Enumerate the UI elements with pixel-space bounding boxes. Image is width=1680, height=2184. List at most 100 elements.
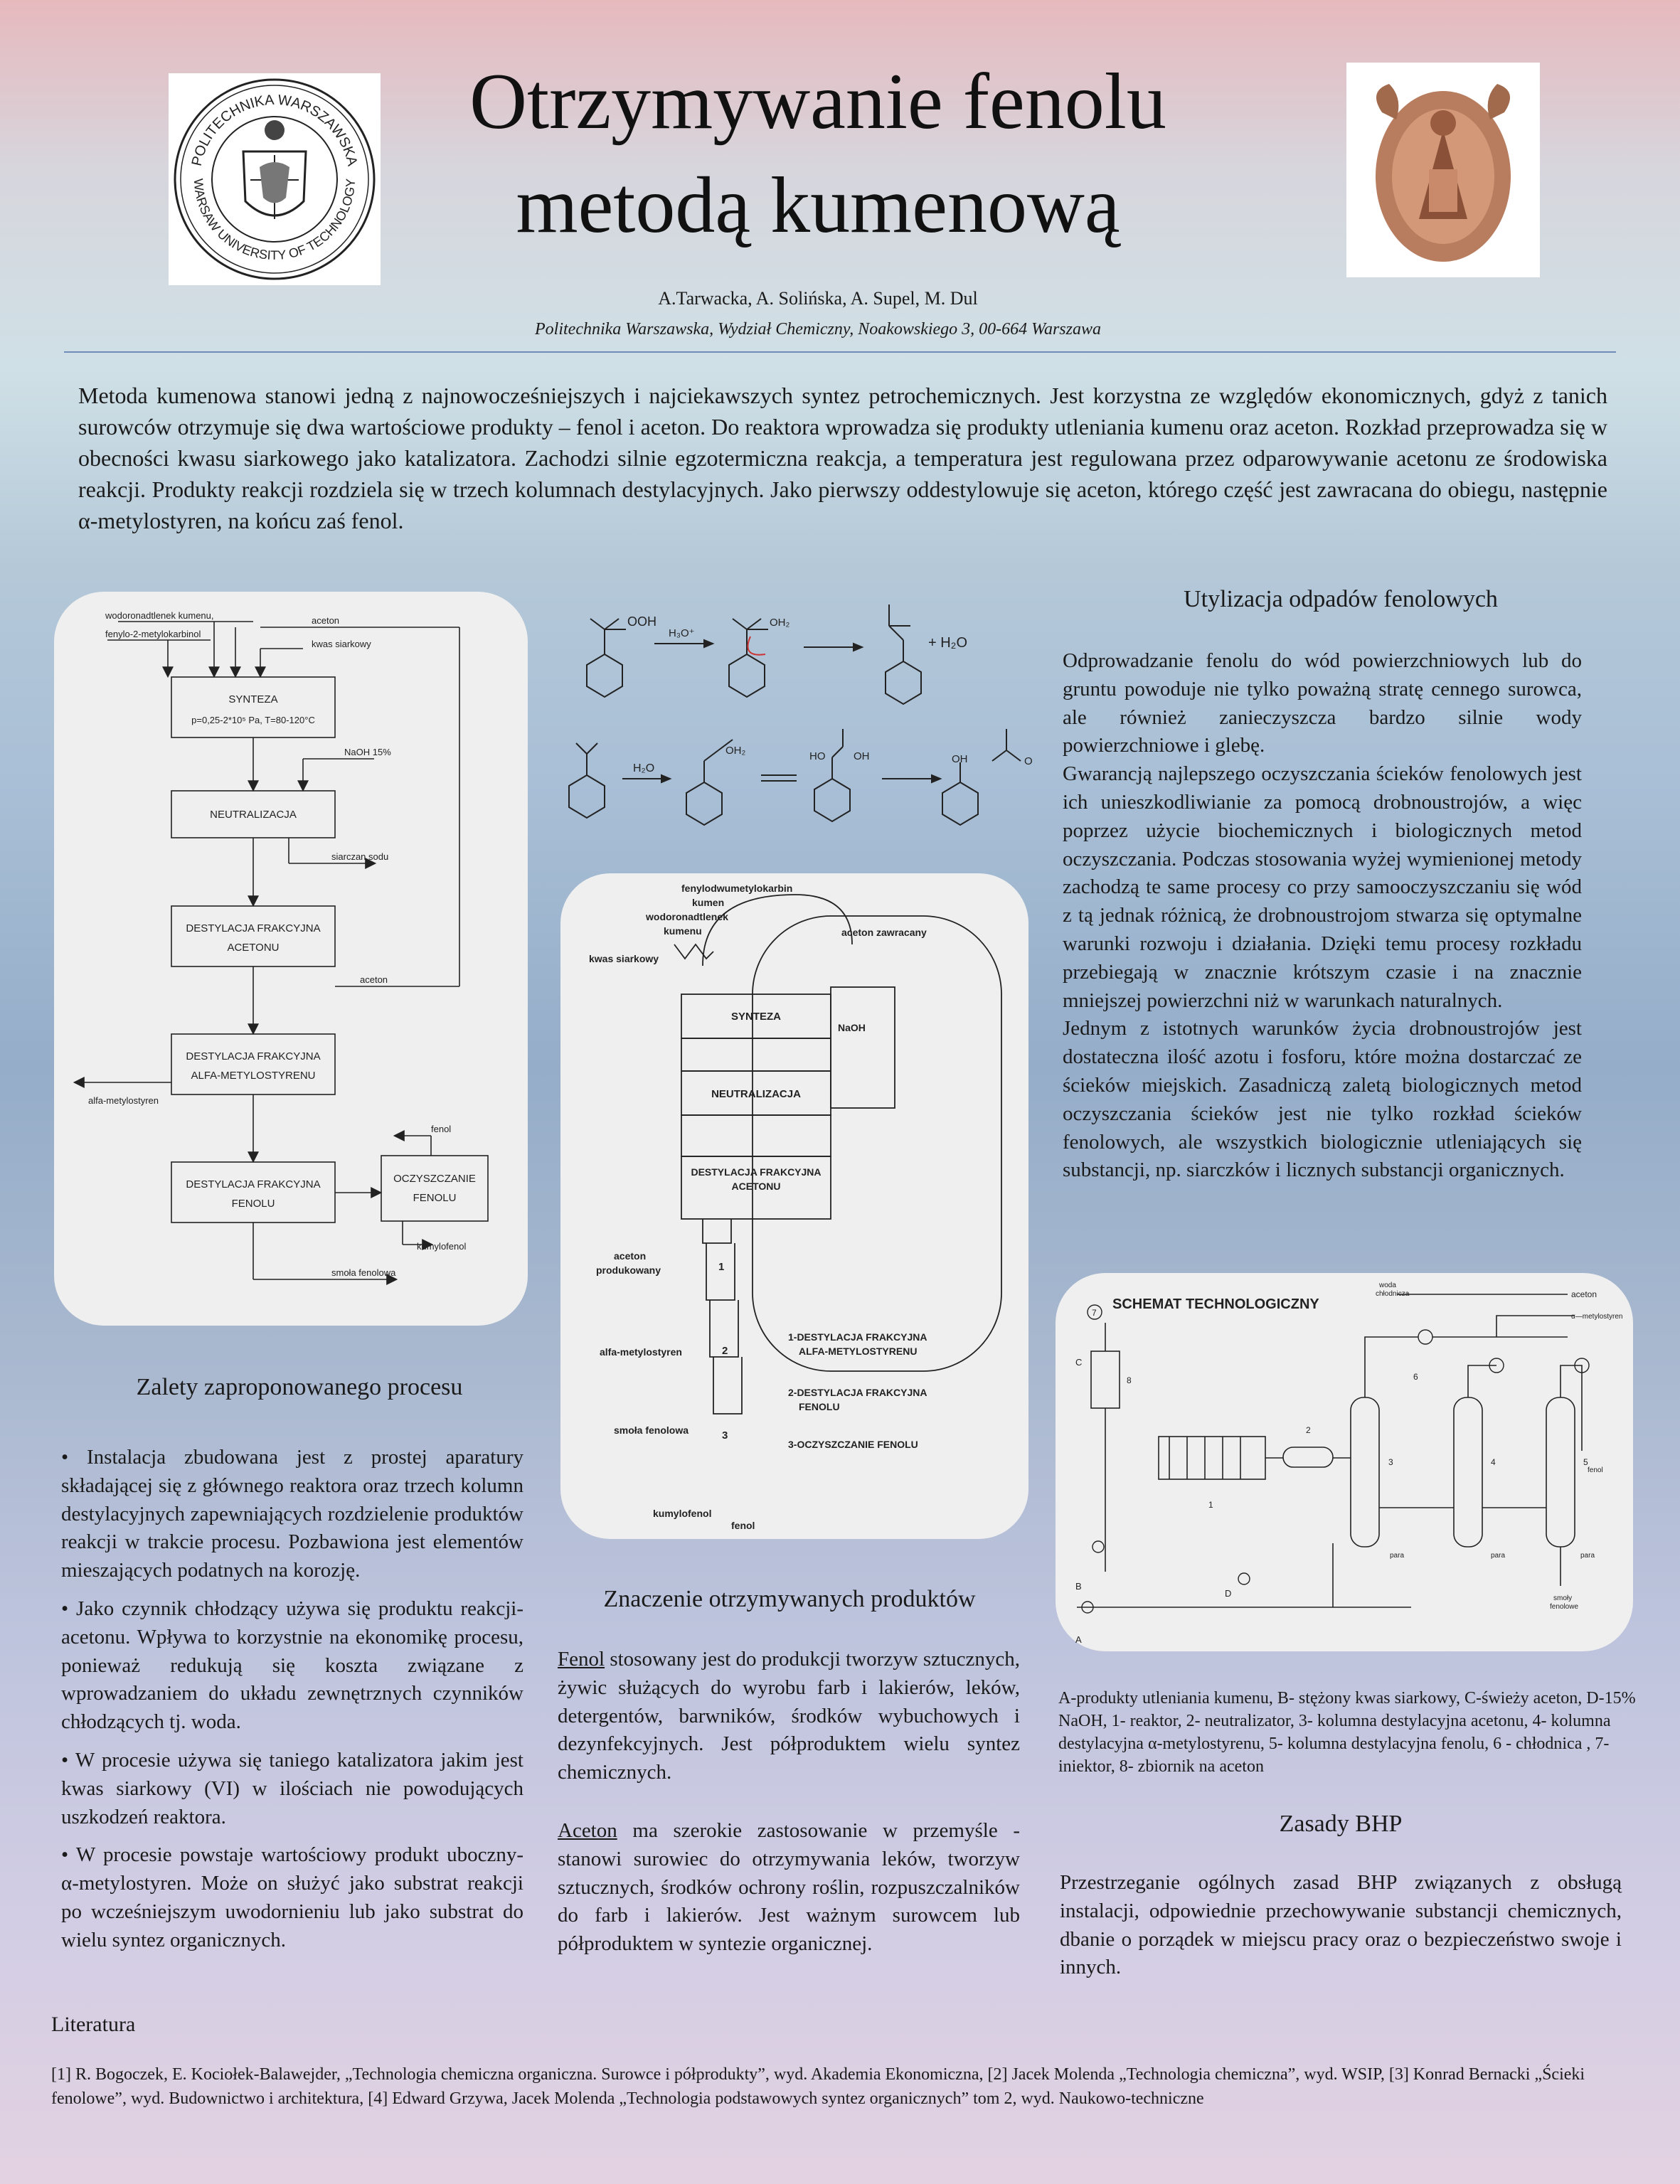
s2-dest-a: DESTYLACJA FRAKCYJNA — [691, 1166, 821, 1178]
scheme-num-4: 4 — [1491, 1457, 1496, 1467]
apparatus-diagram: fenylodwumetylokarbin kumen wodoronadtle… — [589, 883, 1002, 1531]
scheme-ams: α—metylostyren — [1571, 1313, 1622, 1321]
scheme-label-d: D — [1225, 1588, 1231, 1599]
scheme-acetone: aceton — [1571, 1289, 1597, 1299]
header-divider — [64, 351, 1616, 353]
university-seal-icon: POLITECHNIKA WARSZAWSKA WARSAW UNIVERSIT… — [174, 78, 376, 280]
bhp-heading: Zasady BHP — [1279, 1811, 1403, 1837]
s2-cumene-2: kumenu — [664, 925, 702, 937]
s2-recycled-acetone: aceton zawracany — [841, 927, 927, 938]
fc-sodium-sulfate: siarczan sodu — [331, 851, 388, 862]
scheme-legend: A-produkty utleniania kumenu, B- stężony… — [1058, 1689, 1636, 1776]
fc-box-dest-phenol-2: FENOLU — [232, 1198, 275, 1210]
chemistry-emblem-icon — [1376, 84, 1511, 262]
scheme-label-c: C — [1075, 1357, 1082, 1368]
technological-scheme-panel: SCHEMAT TECHNOLOGICZNY woda chłodnicza a… — [1056, 1273, 1633, 1651]
references-text: [1] R. Bogoczek, E. Kociołek-Balawejder,… — [51, 2065, 1585, 2108]
s2-tar: smoła fenolowa — [614, 1424, 689, 1436]
fc-input-acid: kwas siarkowy — [312, 639, 371, 649]
authors: A.Tarwacka, A. Solińska, A. Supel, M. Du… — [658, 288, 978, 309]
znaczenie-heading: Znaczenie otrzymywanych produktów — [603, 1586, 976, 1612]
scheme-num-1: 1 — [1208, 1500, 1213, 1510]
technological-scheme: SCHEMAT TECHNOLOGICZNY woda chłodnicza a… — [1075, 1282, 1622, 1645]
utylizacja-text: Odprowadzanie fenolu do wód powierzchnio… — [1063, 647, 1582, 1185]
scheme-phenol: fenol — [1588, 1466, 1603, 1474]
fc-box-dest-ams-1: DESTYLACJA FRAKCYJNA — [186, 1050, 320, 1062]
scheme-num-7: 7 — [1092, 1308, 1097, 1318]
pw-logo: POLITECHNIKA WARSZAWSKA WARSAW UNIVERSIT… — [169, 73, 381, 285]
scheme-steam-2: para — [1491, 1552, 1505, 1560]
scheme-cooling-water-1b: chłodnicza — [1376, 1290, 1410, 1298]
fc-box-dest-phenol-1: DESTYLACJA FRAKCYJNA — [186, 1178, 320, 1190]
scheme-steam-1: para — [1390, 1552, 1404, 1560]
fc-phenol-out: fenol — [431, 1124, 451, 1134]
fc-box-dest-acetone-2: ACETONU — [227, 942, 279, 954]
zalety-item: • W procesie powstaje wartościowy produk… — [61, 1843, 523, 1951]
s2-cumene: kumen — [692, 897, 724, 908]
fc-input-carbinol: fenylo-2-metylokarbinol — [105, 629, 201, 639]
affiliation: Politechnika Warszawska, Wydział Chemicz… — [535, 320, 1101, 339]
fc-cumylphenol-out: kumylofenol — [417, 1241, 466, 1252]
s2-naoh: NaOH — [838, 1022, 866, 1033]
fc-input-acetone: aceton — [312, 615, 339, 626]
zalety-item: • W procesie używa się taniego katalizat… — [61, 1748, 523, 1828]
zalety-item: • Instalacja zbudowana jest z prostej ap… — [61, 1446, 523, 1582]
mech-oh-1: OH — [854, 750, 870, 762]
scheme-num-2: 2 — [1306, 1425, 1311, 1435]
s2-hydroperoxide: wodoronadtlenek — [645, 911, 728, 922]
fc-naoh: NaOH 15% — [344, 747, 391, 757]
s2-acetone-1: aceton — [614, 1250, 646, 1262]
s2-ams: alfa-metylostyren — [600, 1346, 682, 1358]
scheme-num-3: 3 — [1388, 1457, 1393, 1467]
fc-box-synteza: SYNTEZA — [228, 693, 277, 705]
s2-num-2: 2 — [722, 1345, 728, 1357]
s2-phenol: fenol — [731, 1520, 755, 1531]
fc-tar-out: smoła fenolowa — [331, 1267, 396, 1278]
s2-synteza: SYNTEZA — [731, 1011, 781, 1023]
mech-ooh: OOH — [627, 614, 656, 629]
znaczenie-aceton: Aceton ma szerokie zastosowanie w przemy… — [558, 1817, 1020, 1959]
s2-carbinol: fenylodwumetylokarbin — [681, 883, 792, 894]
scheme-steam-3: para — [1580, 1552, 1595, 1560]
mech-oh2-1: OH₂ — [770, 617, 790, 629]
poster-title: Otrzymywanie fenolu metodą kumenową — [398, 50, 1238, 257]
scheme-num-8: 8 — [1127, 1375, 1132, 1385]
fc-box-neutralizacja: NEUTRALIZACJA — [210, 809, 297, 821]
mech-oh2-2: OH₂ — [725, 745, 746, 757]
utylizacja-p2: Gwarancją najlepszego oczyszczania ściek… — [1063, 762, 1582, 1012]
znaczenie-text: Fenol stosowany jest do produkcji tworzy… — [558, 1646, 1020, 1959]
apparatus-panel: fenylodwumetylokarbin kumen wodoronadtle… — [560, 873, 1028, 1539]
scheme-num-5: 5 — [1583, 1457, 1588, 1467]
scheme-label-a: A — [1075, 1634, 1082, 1645]
utylizacja-p3: Jednym z istotnych warunków życia drobno… — [1063, 1017, 1582, 1182]
s2-num-3: 3 — [722, 1429, 728, 1442]
zalety-list: • Instalacja zbudowana jest z prostej ap… — [61, 1444, 523, 1965]
s2-desc-1a: 1-DESTYLACJA FRAKCYJNA — [788, 1331, 927, 1343]
faculty-emblem — [1346, 63, 1540, 277]
s2-neutralizacja: NEUTRALIZACJA — [711, 1088, 801, 1100]
fc-input-hydroperoxide: wodoronadtlenek kumenu, — [105, 610, 214, 621]
aceton-desc: ma szerokie zastosowanie w przemyśle - s… — [558, 1818, 1020, 1956]
s2-cumylphenol: kumylofenol — [653, 1508, 711, 1519]
znaczenie-fenol: Fenol stosowany jest do produkcji tworzy… — [558, 1646, 1020, 1787]
scheme-num-6: 6 — [1413, 1372, 1418, 1382]
utylizacja-heading: Utylizacja odpadów fenolowych — [1184, 586, 1498, 612]
aceton-term: Aceton — [558, 1818, 617, 1842]
s2-desc-1b: ALFA-METYLOSTYRENU — [799, 1346, 917, 1357]
s2-dest-b: ACETONU — [732, 1181, 781, 1192]
fenol-term: Fenol — [558, 1648, 605, 1671]
zalety-item: • Jako czynnik chłodzący używa się produ… — [61, 1597, 523, 1734]
fc-ams-out: alfa-metylostyren — [88, 1095, 159, 1106]
scheme-cooling-water-1: woda — [1378, 1282, 1396, 1289]
fc-box-dest-acetone-1: DESTYLACJA FRAKCYJNA — [186, 922, 320, 934]
scheme-tar-2: fenolowe — [1550, 1603, 1578, 1611]
mech-oh-2: OH — [952, 753, 968, 765]
reaction-mechanism: OOH H₃O⁺ OH₂ + H₂O H₂O OH₂ HO OH OH O — [568, 604, 1033, 826]
scheme-tar-1: smoły — [1553, 1594, 1572, 1602]
references-heading: Literatura — [51, 2013, 136, 2036]
utylizacja-p1: Odprowadzanie fenolu do wód powierzchnio… — [1063, 649, 1582, 757]
fenol-desc: stosowany jest do produkcji tworzyw sztu… — [558, 1648, 1020, 1784]
s2-desc-2a: 2-DESTYLACJA FRAKCYJNA — [788, 1387, 927, 1398]
s2-sulfuric-acid: kwas siarkowy — [589, 953, 659, 964]
fc-box-purification-2: FENOLU — [413, 1192, 457, 1204]
